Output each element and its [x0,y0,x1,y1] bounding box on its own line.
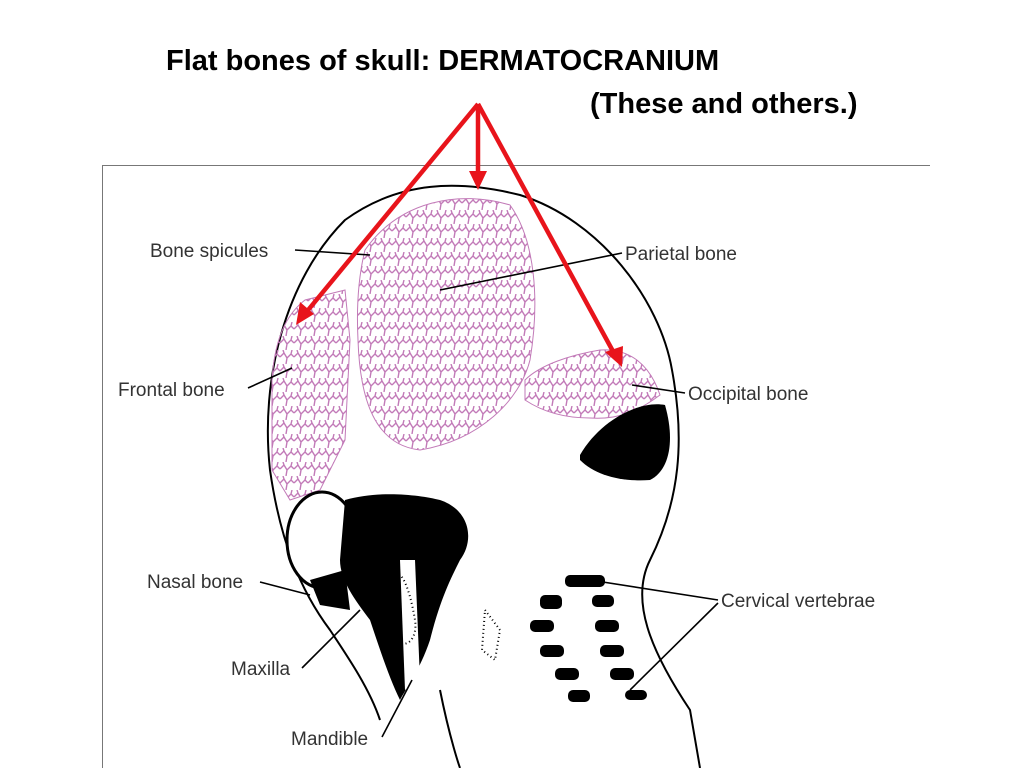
leader-mandible [381,679,413,738]
leader-occipital [631,384,686,394]
label-nasal-bone: Nasal bone [147,572,243,593]
arrowhead-frontal [296,302,314,325]
slide-subtitle: (These and others.) [590,88,858,120]
vertebrae [530,575,647,702]
label-cervical-vertebrae: Cervical vertebrae [721,591,875,612]
leader-cervical-1 [589,579,719,601]
figure-frame [102,165,930,768]
parietal-bone [356,198,536,451]
leader-nasal [259,581,311,596]
frontal-bone [271,289,351,501]
label-occipital-bone: Occipital bone [688,384,808,405]
slide-title: Flat bones of skull: DERMATOCRANIUM [166,45,720,77]
foramen-magnum [580,404,670,481]
label-bone-spicules: Bone spicules [150,241,268,262]
occipital-bone [524,349,661,419]
arrow-frontal [302,102,480,317]
leader-bone-spicules [294,249,371,256]
arrowhead-occipital [605,346,623,367]
leader-parietal [439,252,623,291]
stippled-area-2 [480,607,502,662]
label-maxilla: Maxilla [231,659,291,680]
leader-maxilla [301,609,361,669]
nasal-shape [310,570,350,610]
arrowheads [296,171,623,367]
label-parietal-bone: Parietal bone [625,244,737,265]
mandible-shape [400,560,420,690]
leader-cervical-2 [629,602,719,691]
arrow-occipital [476,102,617,357]
head-outline [266,184,701,768]
leader-frontal [247,367,293,389]
red-arrows [302,102,617,357]
label-frontal-bone: Frontal bone [118,380,225,401]
arrowhead-parietal [469,171,487,190]
label-mandible: Mandible [291,729,368,750]
stippled-area [388,572,417,645]
